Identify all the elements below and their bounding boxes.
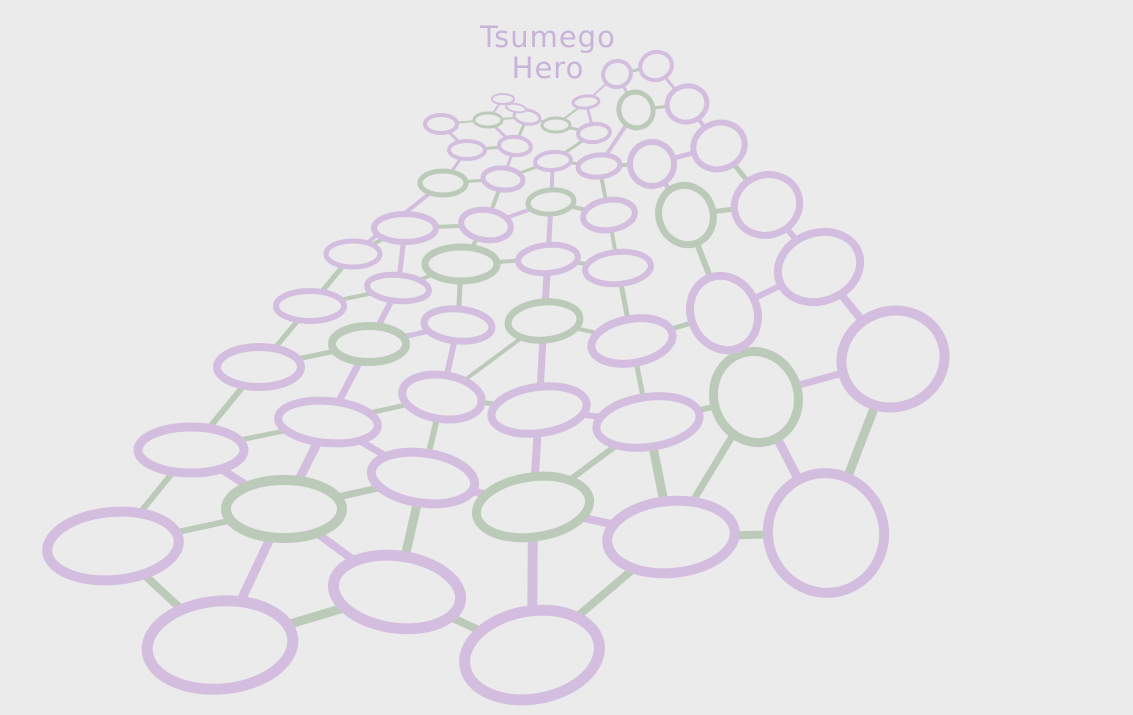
- level-node[interactable]: [423, 113, 459, 135]
- level-node[interactable]: [540, 116, 572, 134]
- level-node[interactable]: [471, 469, 595, 544]
- level-node[interactable]: [417, 168, 469, 198]
- level-node[interactable]: [650, 178, 721, 253]
- level-node[interactable]: [663, 81, 711, 126]
- level-node[interactable]: [624, 136, 680, 192]
- level-node[interactable]: [42, 506, 184, 586]
- network-nodes: [42, 48, 959, 710]
- level-node[interactable]: [614, 87, 658, 132]
- level-node[interactable]: [599, 57, 634, 91]
- level-node[interactable]: [505, 102, 527, 114]
- level-node[interactable]: [497, 134, 533, 158]
- level-node[interactable]: [274, 396, 382, 448]
- level-node[interactable]: [515, 241, 581, 277]
- logo-line2: Hero: [511, 51, 585, 85]
- level-node[interactable]: [504, 298, 584, 344]
- level-node[interactable]: [637, 48, 675, 83]
- level-node[interactable]: [587, 312, 677, 370]
- level-node[interactable]: [273, 288, 347, 324]
- level-node[interactable]: [768, 221, 870, 314]
- level-node[interactable]: [213, 343, 305, 391]
- level-node[interactable]: [364, 271, 432, 305]
- level-node[interactable]: [323, 238, 383, 270]
- level-node[interactable]: [602, 495, 740, 579]
- level-node[interactable]: [687, 115, 752, 176]
- level-node[interactable]: [512, 108, 542, 126]
- level-node[interactable]: [447, 139, 487, 161]
- level-node[interactable]: [491, 93, 515, 105]
- level-node[interactable]: [525, 187, 577, 217]
- level-node[interactable]: [580, 196, 638, 234]
- level-node[interactable]: [141, 595, 299, 695]
- level-node[interactable]: [421, 243, 501, 285]
- level-node[interactable]: [754, 460, 897, 606]
- level-node[interactable]: [592, 390, 704, 454]
- level-node[interactable]: [366, 446, 480, 510]
- level-node[interactable]: [371, 211, 439, 245]
- level-node[interactable]: [575, 152, 623, 180]
- app-logo: Tsumego Hero: [458, 22, 638, 84]
- level-node[interactable]: [828, 296, 959, 422]
- logo-line1: Tsumego: [480, 20, 616, 54]
- level-node[interactable]: [678, 265, 770, 362]
- level-node[interactable]: [328, 322, 410, 366]
- level-node[interactable]: [487, 381, 591, 440]
- level-node[interactable]: [701, 339, 811, 454]
- level-node[interactable]: [726, 166, 809, 245]
- level-node[interactable]: [533, 149, 573, 173]
- level-node[interactable]: [458, 206, 514, 244]
- level-node[interactable]: [133, 422, 249, 478]
- level-node[interactable]: [457, 600, 606, 710]
- level-node[interactable]: [327, 547, 467, 636]
- level-node[interactable]: [398, 370, 486, 425]
- level-node[interactable]: [576, 121, 612, 145]
- level-node[interactable]: [472, 111, 504, 129]
- level-node[interactable]: [582, 248, 654, 288]
- level-node[interactable]: [480, 165, 526, 193]
- level-node[interactable]: [571, 94, 601, 110]
- level-node[interactable]: [221, 475, 347, 543]
- level-node[interactable]: [420, 305, 496, 345]
